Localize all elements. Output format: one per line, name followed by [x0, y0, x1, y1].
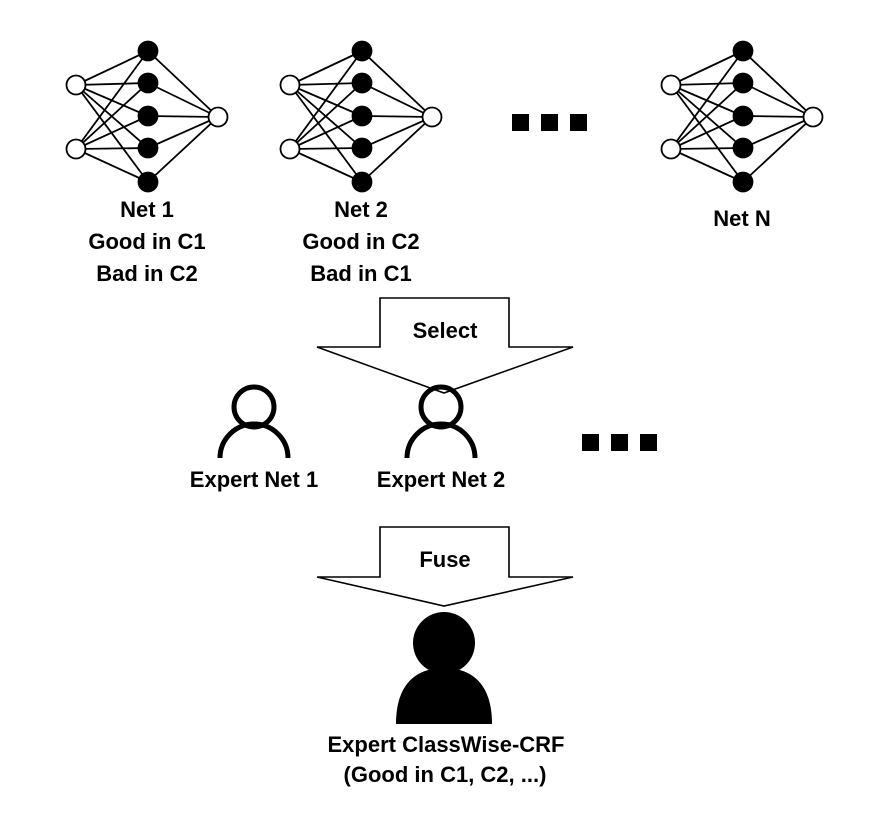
hidden-node [732, 105, 754, 127]
fuse-arrow: Fuse [316, 526, 574, 607]
select-arrow-label: Select [413, 318, 478, 343]
fuse-arrow-label: Fuse [419, 547, 470, 572]
final-expert-person-icon [396, 612, 492, 724]
hidden-node [351, 105, 373, 127]
net-2-good-label: Good in C2 [302, 229, 419, 254]
expert-2-person-icon [404, 384, 478, 459]
input-node [279, 138, 301, 160]
net-2-title: Net 2 [334, 197, 388, 222]
hidden-node [732, 40, 754, 62]
net-2-network-icon [279, 40, 443, 193]
expert-2-label: Expert Net 2 [377, 467, 505, 492]
expert-1-person-icon [217, 384, 291, 459]
input-node [660, 138, 682, 160]
hidden-node [351, 72, 373, 94]
output-node [421, 106, 443, 128]
select-arrow-shape [316, 297, 574, 394]
fuse-arrow-shape [316, 526, 574, 607]
net-1-bad-label: Bad in C2 [96, 261, 197, 286]
hidden-node [732, 72, 754, 94]
select-arrow: Select [316, 297, 574, 394]
net-1-good-label: Good in C1 [88, 229, 205, 254]
hidden-node [351, 171, 373, 193]
input-node [65, 138, 87, 160]
hidden-node [732, 171, 754, 193]
expert-1-label: Expert Net 1 [190, 467, 318, 492]
input-node [660, 74, 682, 96]
hidden-node [137, 105, 159, 127]
input-node [279, 74, 301, 96]
top-ellipsis-icon [512, 114, 587, 131]
final-expert-note: (Good in C1, C2, ...) [344, 762, 547, 787]
hidden-node [137, 171, 159, 193]
middle-ellipsis-icon [582, 434, 657, 451]
network-group [65, 40, 824, 193]
output-node [802, 106, 824, 128]
hidden-node [137, 40, 159, 62]
hidden-node [137, 72, 159, 94]
final-expert-label: Expert ClassWise-CRF [328, 732, 565, 757]
hidden-node [732, 137, 754, 159]
hidden-node [137, 137, 159, 159]
input-node [65, 74, 87, 96]
output-node [207, 106, 229, 128]
net-n-title: Net N [713, 206, 770, 231]
hidden-node [351, 40, 373, 62]
net-2-bad-label: Bad in C1 [310, 261, 411, 286]
net-1-title: Net 1 [120, 197, 174, 222]
hidden-node [351, 137, 373, 159]
net-1-network-icon [65, 40, 229, 193]
net-n-network-icon [660, 40, 824, 193]
